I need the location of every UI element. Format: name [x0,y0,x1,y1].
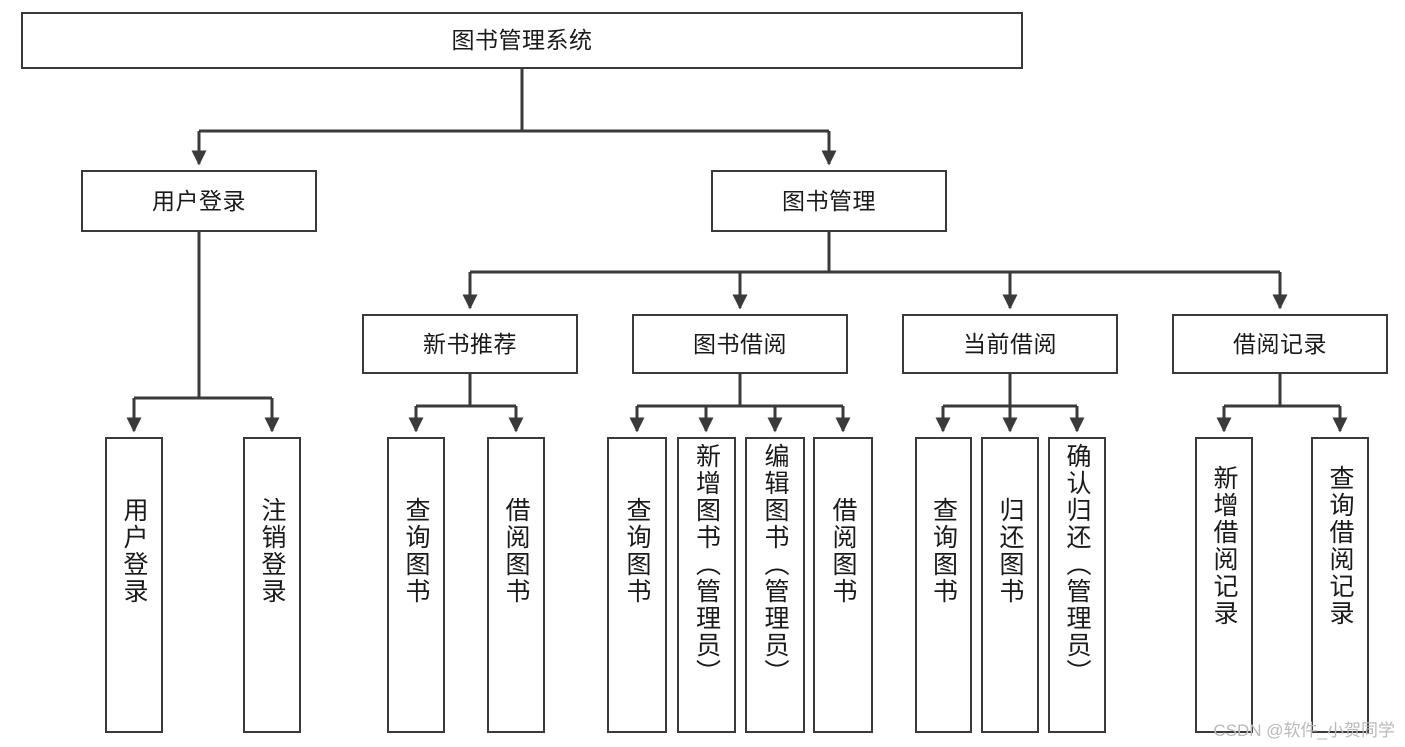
node-leaf-logout[interactable]: 注销登录 [243,437,301,733]
node-leaf-add-record-label: 新增借阅记录 [1210,465,1238,627]
node-leaf-borrow-book-1-label: 借阅图书 [502,497,530,605]
node-leaf-user-login-label: 用户登录 [120,497,148,605]
node-book-manage-label: 图书管理 [782,187,876,214]
node-new-book-rec[interactable]: 新书推荐 [362,314,578,374]
node-leaf-confirm-return[interactable]: 确认归还（管理员） [1048,437,1106,733]
node-current-borrow-label: 当前借阅 [963,330,1057,357]
node-leaf-query-book-2[interactable]: 查询图书 [607,437,667,733]
watermark: CSDN @软件_小贺同学 [1213,721,1395,740]
node-leaf-add-record[interactable]: 新增借阅记录 [1195,437,1253,733]
node-leaf-query-book-2-label: 查询图书 [623,497,651,605]
node-book-borrow[interactable]: 图书借阅 [632,314,848,374]
node-root-label: 图书管理系统 [451,27,593,54]
node-leaf-query-book-3-label: 查询图书 [929,497,958,605]
node-leaf-query-book-3[interactable]: 查询图书 [915,437,972,733]
node-leaf-return-book-label: 归还图书 [996,497,1024,605]
node-leaf-borrow-book-2[interactable]: 借阅图书 [813,437,873,733]
node-leaf-query-book-1-label: 查询图书 [402,497,430,605]
node-leaf-add-book[interactable]: 新增图书（管理员） [677,437,736,733]
node-borrow-record-label: 借阅记录 [1233,330,1327,357]
node-leaf-logout-label: 注销登录 [258,497,286,605]
node-book-borrow-label: 图书借阅 [693,330,787,357]
node-root[interactable]: 图书管理系统 [21,12,1023,69]
node-book-manage[interactable]: 图书管理 [711,170,947,232]
node-leaf-query-record-label: 查询借阅记录 [1326,465,1354,627]
node-current-borrow[interactable]: 当前借阅 [902,314,1118,374]
node-leaf-edit-book-label: 编辑图书（管理员） [761,443,789,686]
node-leaf-user-login[interactable]: 用户登录 [105,437,163,733]
node-leaf-add-book-label: 新增图书（管理员） [692,443,721,686]
node-user-login-label: 用户登录 [152,187,246,214]
node-leaf-return-book[interactable]: 归还图书 [981,437,1039,733]
node-leaf-borrow-book-1[interactable]: 借阅图书 [487,437,545,733]
node-leaf-query-record[interactable]: 查询借阅记录 [1311,437,1369,733]
node-leaf-confirm-return-label: 确认归还（管理员） [1063,443,1091,686]
node-new-book-rec-label: 新书推荐 [423,330,517,357]
node-user-login[interactable]: 用户登录 [81,170,317,232]
node-leaf-query-book-1[interactable]: 查询图书 [387,437,445,733]
node-leaf-edit-book[interactable]: 编辑图书（管理员） [745,437,805,733]
node-borrow-record[interactable]: 借阅记录 [1172,314,1388,374]
node-leaf-borrow-book-2-label: 借阅图书 [829,497,857,605]
